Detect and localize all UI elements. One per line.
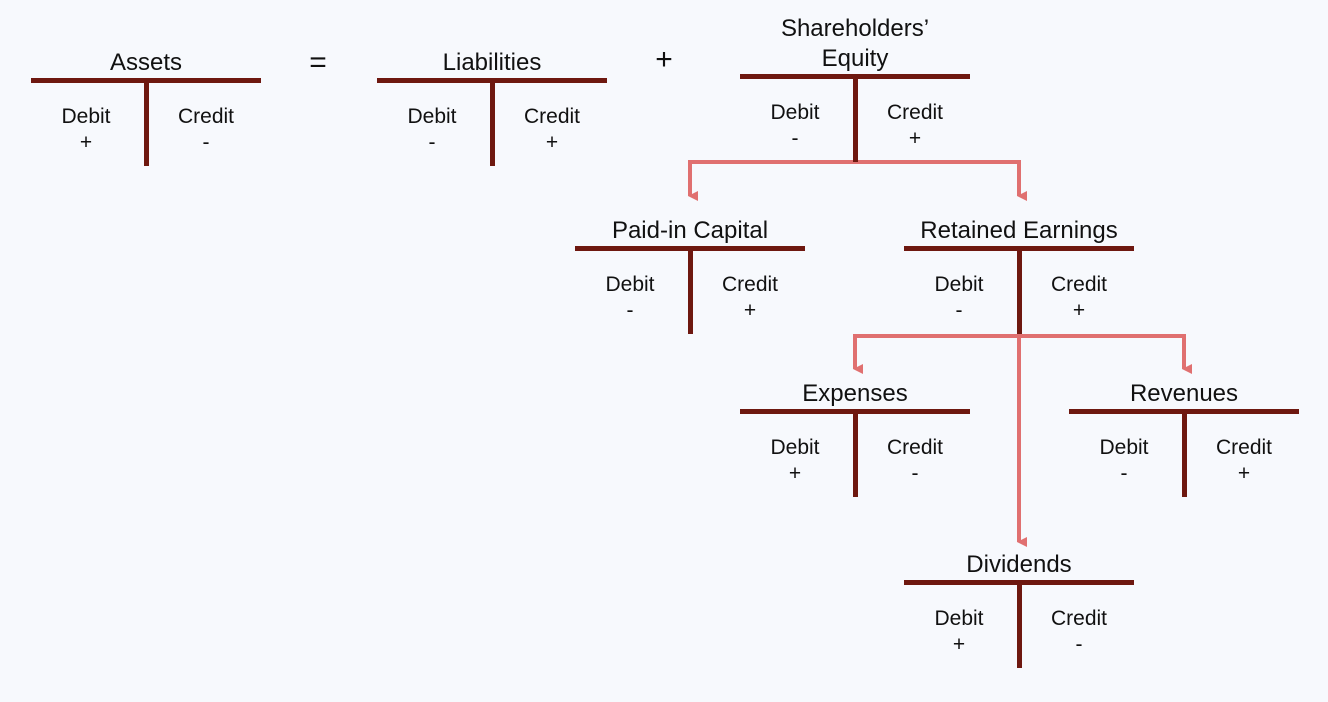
connector-retained-to-expenses xyxy=(853,334,1019,374)
t-account-paid-in-capital: Paid-in Capital Debit - Credit + xyxy=(575,172,805,342)
account-title: Assets xyxy=(109,49,183,76)
credit-label: Credit xyxy=(523,105,581,128)
debit-column: Debit + xyxy=(755,435,835,487)
account-title: Revenues xyxy=(1129,380,1239,407)
t-account-divider xyxy=(1017,580,1022,668)
debit-sign: - xyxy=(955,299,963,322)
credit-sign: + xyxy=(908,127,922,150)
credit-sign: + xyxy=(545,131,559,154)
debit-sign: - xyxy=(626,299,634,322)
credit-label: Credit xyxy=(1215,436,1273,459)
credit-column: Credit - xyxy=(1039,606,1119,658)
t-account-revenues: Revenues Debit - Credit + xyxy=(1069,335,1299,505)
credit-column: Credit + xyxy=(1039,272,1119,324)
credit-column: Credit + xyxy=(1204,435,1284,487)
t-account-divider xyxy=(853,409,858,497)
debit-column: Debit + xyxy=(919,606,999,658)
t-account-expenses: Expenses Debit + Credit - xyxy=(740,335,970,505)
debit-label: Debit xyxy=(934,273,984,296)
debit-label: Debit xyxy=(770,436,820,459)
t-account-shareholders-equity: Shareholders’ Equity Debit - Credit + xyxy=(740,0,970,170)
debit-label: Debit xyxy=(407,105,457,128)
debit-label: Debit xyxy=(770,101,820,124)
debit-sign: - xyxy=(791,127,799,150)
debit-sign: + xyxy=(79,131,93,154)
t-account-assets: Assets Debit + Credit - xyxy=(31,4,261,174)
debit-label: Debit xyxy=(605,273,655,296)
t-account-divider xyxy=(1182,409,1187,497)
debit-sign: - xyxy=(1120,462,1128,485)
credit-column: Credit - xyxy=(166,104,246,156)
t-account-divider xyxy=(490,78,495,166)
credit-sign: - xyxy=(911,462,919,485)
t-account-divider xyxy=(688,246,693,334)
credit-sign: + xyxy=(743,299,757,322)
debit-sign: + xyxy=(788,462,802,485)
credit-column: Credit + xyxy=(512,104,592,156)
credit-sign: + xyxy=(1237,462,1251,485)
debit-column: Debit - xyxy=(590,272,670,324)
credit-column: Credit + xyxy=(875,100,955,152)
debit-label: Debit xyxy=(934,607,984,630)
t-account-dividends: Dividends Debit + Credit - xyxy=(904,506,1134,676)
debit-column: Debit - xyxy=(392,104,472,156)
equals-sign: = xyxy=(309,46,327,79)
credit-label: Credit xyxy=(1050,607,1108,630)
account-title: Expenses xyxy=(802,380,908,407)
plus-sign: + xyxy=(655,43,673,76)
connector-retained-to-revenues xyxy=(1019,334,1192,374)
credit-sign: + xyxy=(1072,299,1086,322)
debit-label: Debit xyxy=(61,105,111,128)
debit-column: Debit - xyxy=(755,100,835,152)
debit-column: Debit - xyxy=(1084,435,1164,487)
account-title: Dividends xyxy=(966,551,1072,578)
credit-label: Credit xyxy=(177,105,235,128)
credit-column: Credit - xyxy=(875,435,955,487)
account-title: Paid-in Capital xyxy=(611,217,769,244)
credit-label: Credit xyxy=(886,436,944,459)
credit-label: Credit xyxy=(1050,273,1108,296)
connector-equity-to-paid-in-capital xyxy=(688,160,855,201)
t-account-retained-earnings: Retained Earnings Debit - Credit + xyxy=(904,172,1134,342)
credit-sign: - xyxy=(202,131,210,154)
credit-label: Credit xyxy=(721,273,779,296)
credit-sign: - xyxy=(1075,633,1083,656)
credit-column: Credit + xyxy=(710,272,790,324)
t-account-liabilities: Liabilities Debit - Credit + xyxy=(377,4,607,174)
account-title: Shareholders’ Equity xyxy=(780,15,930,72)
debit-column: Debit + xyxy=(46,104,126,156)
debit-column: Debit - xyxy=(919,272,999,324)
t-account-divider xyxy=(144,78,149,166)
debit-sign: + xyxy=(952,633,966,656)
t-account-divider xyxy=(1017,246,1022,334)
debit-label: Debit xyxy=(1099,436,1149,459)
account-title: Retained Earnings xyxy=(920,217,1118,244)
connector-equity-to-retained-earnings xyxy=(855,160,1027,201)
credit-label: Credit xyxy=(886,101,944,124)
t-account-divider xyxy=(853,74,858,162)
account-title: Liabilities xyxy=(442,49,542,76)
debit-sign: - xyxy=(428,131,436,154)
